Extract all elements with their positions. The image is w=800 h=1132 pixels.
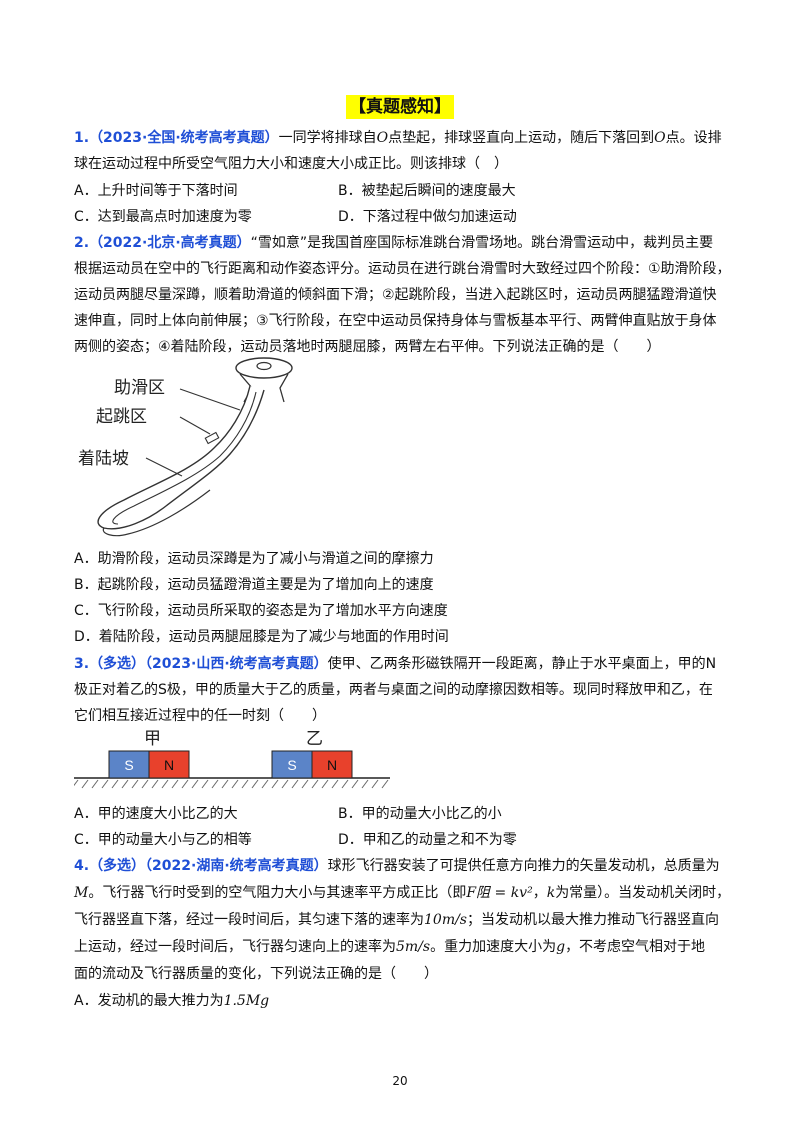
q2-line-1: 2.（2022·北京·高考真题）“雪如意”是我国首座国际标准跳台滑雪场地。跳台滑… bbox=[74, 233, 713, 253]
q1-option-c: C．达到最高点时加速度为零 bbox=[74, 209, 252, 225]
q1-text-b: 点垫起，排球竖直向上运动，随后下落回到 bbox=[388, 130, 655, 146]
q3-option-d: D．甲和乙的动量之和不为零 bbox=[338, 832, 517, 848]
q2-option-d: D．着陆阶段，运动员两腿屈膝是为了减少与地面的作用时间 bbox=[74, 629, 449, 645]
label-zhuhuaqu: 助滑区 bbox=[114, 378, 165, 397]
q1-option-b: B．被垫起后瞬间的速度最大 bbox=[338, 183, 516, 199]
q1-var-o: O bbox=[376, 130, 389, 146]
q4-var-g: g bbox=[556, 939, 566, 955]
q4-formula-drag: F阻 = kv² bbox=[466, 885, 533, 901]
q3-line-3: 它们相互接近过程中的任一时刻（ ） bbox=[74, 708, 326, 724]
q3-option-b: B．甲的动量大小比乙的小 bbox=[338, 806, 502, 822]
label-yi: 乙 bbox=[306, 729, 323, 748]
label-jia: 甲 bbox=[144, 729, 161, 748]
q1-number: 1. bbox=[74, 130, 90, 146]
q2-number: 2. bbox=[74, 235, 90, 251]
q1-var-o2: O bbox=[654, 130, 666, 146]
q2-text: “雪如意”是我国首座国际标准跳台滑雪场地。跳台滑雪运动中，裁判员主要 bbox=[250, 235, 714, 251]
q4-var-k: k bbox=[546, 885, 556, 901]
q4-source: （多选）（2022·湖南·统考高考真题） bbox=[89, 858, 328, 874]
q4-line-2: M。飞行器飞行时受到的空气阻力大小与其速率平方成正比（即F阻 = kv²，k为常… bbox=[74, 883, 730, 903]
q4-option-a: A．发动机的最大推力为1.5Mg bbox=[74, 991, 269, 1011]
jia-s-label: S bbox=[124, 757, 133, 773]
q4-line-5: 面的流动及飞行器质量的变化，下列说法正确的是（ ） bbox=[74, 966, 438, 982]
q1-text: 一同学将排球自 bbox=[278, 130, 377, 146]
q4-line-3: 飞行器竖直下落，经过一段时间后，其匀速下落的速率为10m/s；当发动机以最大推力… bbox=[74, 910, 719, 930]
q4-text-3a: 飞行器竖直下落，经过一段时间后，其匀速下落的速率为 bbox=[74, 912, 424, 928]
q1-line-2: 球在运动过程中所受空气阻力大小和速度大小成正比。则该排球（ ） bbox=[74, 156, 508, 172]
q2-line-3: 运动员两腿尽量深蹲，顺着助滑道的倾斜面下滑；②起跳阶段，当进入起跳区时，运动员两… bbox=[74, 287, 717, 303]
q3-option-a: A．甲的速度大小比乙的大 bbox=[74, 806, 238, 822]
q1-option-d: D．下落过程中做匀加速运动 bbox=[338, 209, 517, 225]
q3-option-c: C．甲的动量大小与乙的相等 bbox=[74, 832, 252, 848]
q4-line-1: 4.（多选）（2022·湖南·统考高考真题）球形飞行器安装了可提供任意方向推力的… bbox=[74, 856, 720, 876]
q1-option-a: A．上升时间等于下落时间 bbox=[74, 183, 238, 199]
magnet-figure: 甲 S N 乙 S N bbox=[74, 729, 390, 789]
q4-value-10ms: 10m/s bbox=[424, 912, 467, 928]
magnet-jia-n-pole bbox=[148, 750, 190, 779]
q4-line-4: 上运动，经过一段时间后，飞行器匀速向上的速率为5m/s。重力加速度大小为g，不考… bbox=[74, 937, 705, 957]
q3-line-2: 极正对着乙的S极，甲的质量大于乙的质量，两者与桌面之间的动摩擦因数相等。现同时释… bbox=[74, 682, 713, 698]
q3-text: 使甲、乙两条形磁铁隔开一段距离，静止于水平桌面上，甲的N bbox=[327, 656, 717, 672]
q3-number: 3. bbox=[74, 656, 90, 672]
yi-n-label: N bbox=[327, 757, 337, 773]
ski-jump-figure: 助滑区 起跳区 着陆坡 bbox=[78, 357, 293, 537]
q4-number: 4. bbox=[74, 858, 90, 874]
q4-text-4a: 上运动，经过一段时间后，飞行器匀速向上的速率为 bbox=[74, 939, 396, 955]
magnet-jia-s-pole bbox=[108, 750, 150, 779]
label-qitiaoqu: 起跳区 bbox=[96, 407, 147, 426]
q2-line-4: 速伸直，同时上体向前伸展；③飞行阶段，在空中运动员保持身体与雪板基本平行、两臂伸… bbox=[74, 313, 717, 329]
q4-text-2c: 为常量）。当发动机关闭时， bbox=[555, 885, 731, 901]
label-zhuoluopo: 着陆坡 bbox=[78, 449, 129, 468]
section-title: 【真题感知】 bbox=[346, 95, 454, 119]
page-number: 20 bbox=[392, 1074, 408, 1088]
q1-source: （2023·全国·统考高考真题） bbox=[89, 130, 279, 146]
q4-option-a-value: 1.5Mg bbox=[223, 993, 270, 1009]
q4-option-a-text: A．发动机的最大推力为 bbox=[74, 993, 224, 1009]
q2-line-2: 根据运动员在空中的飞行距离和动作姿态评分。运动员在进行跳台滑雪时大致经过四个阶段… bbox=[74, 261, 731, 277]
q4-text: 球形飞行器安装了可提供任意方向推力的矢量发动机，总质量为 bbox=[327, 858, 720, 874]
magnet-yi-n-pole bbox=[311, 750, 353, 779]
q4-text-4b: 。重力加速度大小为 bbox=[430, 939, 557, 955]
q1-text-c: 点。设排 bbox=[665, 130, 722, 146]
q4-text-2b: ， bbox=[532, 885, 547, 901]
q3-source: （多选）（2023·山西·统考高考真题） bbox=[89, 656, 328, 672]
section-title-wrap: 【真题感知】 bbox=[0, 95, 800, 119]
q4-var-m: M bbox=[74, 885, 89, 901]
q2-line-5: 两侧的姿态；④着陆阶段，运动员落地时两腿屈膝，两臂左右平伸。下列说法正确的是（ … bbox=[74, 339, 661, 355]
q4-text-3b: ；当发动机以最大推力推动飞行器竖直向 bbox=[467, 912, 719, 928]
yi-s-label: S bbox=[287, 757, 296, 773]
q2-option-c: C．飞行阶段，运动员所采取的姿态是为了增加水平方向速度 bbox=[74, 603, 448, 619]
q2-source: （2022·北京·高考真题） bbox=[89, 235, 251, 251]
q3-line-1: 3.（多选）（2023·山西·统考高考真题）使甲、乙两条形磁铁隔开一段距离，静止… bbox=[74, 654, 716, 674]
q4-value-5ms: 5m/s bbox=[396, 939, 431, 955]
q4-text-2a: 。飞行器飞行时受到的空气阻力大小与其速率平方成正比（即 bbox=[88, 885, 467, 901]
q2-option-b: B．起跳阶段，运动员猛蹬滑道主要是为了增加向上的速度 bbox=[74, 577, 434, 593]
q4-text-4c: ，不考虑空气相对于地 bbox=[565, 939, 706, 955]
jia-n-label: N bbox=[164, 757, 174, 773]
q1-line-1: 1.（2023·全国·统考高考真题）一同学将排球自O点垫起，排球竖直向上运动，随… bbox=[74, 128, 722, 148]
q2-option-a: A．助滑阶段，运动员深蹲是为了减小与滑道之间的摩擦力 bbox=[74, 551, 434, 567]
magnet-yi-s-pole bbox=[271, 750, 313, 779]
